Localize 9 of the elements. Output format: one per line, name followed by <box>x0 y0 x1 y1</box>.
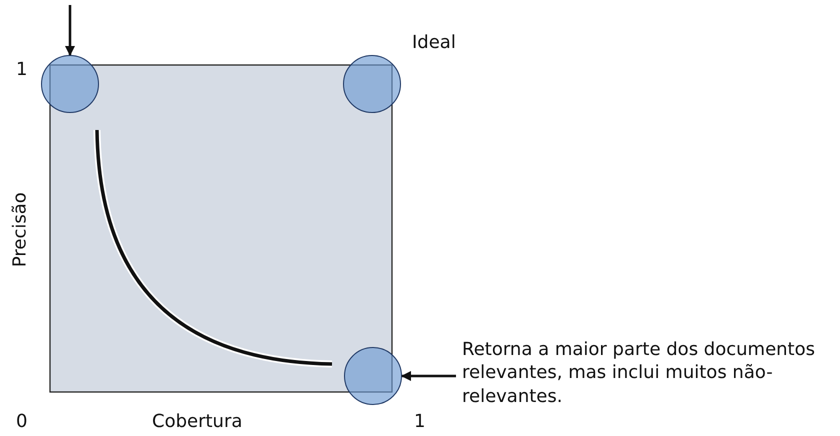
axis-tick-label: 1 <box>16 58 28 82</box>
axis-title: Precisão <box>8 191 32 270</box>
arrow <box>401 371 456 381</box>
axis-title: Cobertura <box>152 410 242 434</box>
annotation-text: Retorna a maior parte dos documentos relevantes, mas inclui muitos não-relevantes. <box>462 338 837 408</box>
beside-label: Ideal <box>412 31 456 54</box>
axis-tick-label: 1 <box>414 410 426 434</box>
arrow <box>65 5 75 56</box>
axis-tick-label: 0 <box>16 410 28 434</box>
